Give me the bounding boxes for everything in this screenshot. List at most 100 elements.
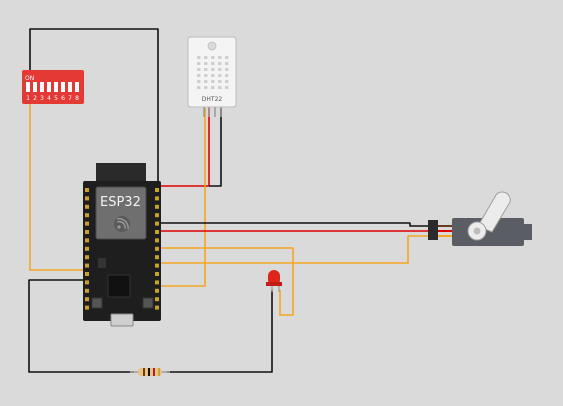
dht22-grille-slot xyxy=(197,56,201,59)
wire-servo-gnd-black[interactable] xyxy=(158,222,428,227)
dht22-grille-slot xyxy=(225,86,229,89)
esp32-pin-right[interactable] xyxy=(155,204,159,209)
esp32-pin-right[interactable] xyxy=(155,196,159,201)
esp32-pin-right[interactable] xyxy=(155,238,159,243)
esp32-pin-left[interactable] xyxy=(85,255,89,260)
wire-led-signal-orange[interactable] xyxy=(160,247,294,316)
dip-number-7: 7 xyxy=(68,95,72,102)
esp32-pin-right[interactable] xyxy=(155,255,159,260)
dip-toggle-7[interactable] xyxy=(68,82,72,92)
wires xyxy=(28,28,428,373)
esp32-pin-right[interactable] xyxy=(155,297,159,302)
esp32-pin-right[interactable] xyxy=(155,188,159,192)
dht22-grille-slot xyxy=(211,56,215,59)
esp32-pin-right[interactable] xyxy=(155,246,159,251)
esp32-pin-left[interactable] xyxy=(85,246,89,251)
dip-toggle-5[interactable] xyxy=(54,82,58,92)
dht22-grille-slot xyxy=(218,86,222,89)
dip-number-4: 4 xyxy=(47,95,51,102)
dip-toggle-3[interactable] xyxy=(40,82,44,92)
esp32-pin-left[interactable] xyxy=(85,305,89,310)
esp32-pin-left[interactable] xyxy=(85,230,89,234)
dip-toggle-6[interactable] xyxy=(61,82,65,92)
esp32-pin-left[interactable] xyxy=(85,213,89,218)
resistor-band-4 xyxy=(158,368,160,376)
esp32-pin-right[interactable] xyxy=(155,280,159,285)
esp32-regulator xyxy=(98,258,106,268)
esp32-pin-right[interactable] xyxy=(155,288,159,293)
servo-motor[interactable] xyxy=(428,191,532,246)
resistor-band-1 xyxy=(143,368,145,376)
dip-switch-on-label: ON xyxy=(25,75,34,82)
resistor-band-3 xyxy=(153,368,155,376)
dht22-grille-slot xyxy=(211,74,215,77)
wire-ground-loop-black[interactable] xyxy=(28,279,134,373)
resistor[interactable] xyxy=(130,368,170,376)
dht22-grille-slot xyxy=(225,80,229,83)
servo-mount-tab xyxy=(520,224,532,240)
wire-dht-data-orange[interactable] xyxy=(158,108,206,287)
dht22-grille-slot xyxy=(204,86,208,89)
dht22-body xyxy=(187,36,237,108)
dht22-grille-slot xyxy=(211,68,215,71)
esp32-pin-left[interactable] xyxy=(85,263,89,268)
servo-horn xyxy=(477,191,511,233)
esp32-pin-left[interactable] xyxy=(85,221,89,226)
dip-number-8: 8 xyxy=(75,95,79,102)
esp32-usb-port xyxy=(110,313,134,327)
dip-toggle-4[interactable] xyxy=(47,82,51,92)
dht22-label: DHT22 xyxy=(202,96,223,103)
esp32-antenna xyxy=(96,163,146,185)
dht22-grille-slot xyxy=(204,68,208,71)
esp32-pin-right[interactable] xyxy=(155,263,159,268)
dht22-grille-slot xyxy=(211,86,215,89)
dht22-grille-slot xyxy=(197,68,201,71)
esp32-pin-left[interactable] xyxy=(85,188,89,192)
esp32-pin-left[interactable] xyxy=(85,280,89,285)
dip-toggle-1[interactable] xyxy=(26,82,30,92)
dht22-grille-slot xyxy=(218,80,222,83)
dht22-grille-slot xyxy=(225,74,229,77)
esp32-pin-right[interactable] xyxy=(155,213,159,218)
led-rim xyxy=(266,282,282,286)
dip-toggle-8[interactable] xyxy=(75,82,79,92)
servo-shaft-screw-icon xyxy=(473,227,481,235)
dht22-grille-slot xyxy=(204,56,208,59)
dht22-grille-slot xyxy=(197,62,201,65)
esp32-shield xyxy=(95,186,147,240)
esp32-pin-left[interactable] xyxy=(85,238,89,243)
dht22-grille-slot xyxy=(197,80,201,83)
wire-dht-vcc-red[interactable] xyxy=(158,108,210,187)
dht22-grille xyxy=(197,56,229,89)
red-led[interactable] xyxy=(266,270,282,292)
esp32-pin-left[interactable] xyxy=(85,272,89,276)
esp32-pin-right[interactable] xyxy=(155,230,159,234)
dht22-sensor[interactable]: DHT22 xyxy=(187,36,237,117)
esp32-pins-right xyxy=(155,188,159,310)
wire-dip-top-black[interactable] xyxy=(29,28,159,184)
wire-servo-signal-orange[interactable] xyxy=(160,235,428,264)
esp32-pin-left[interactable] xyxy=(85,204,89,209)
dht22-grille-slot xyxy=(218,68,222,71)
dht22-grille-slot xyxy=(225,68,229,71)
dip-switch-body xyxy=(22,70,84,104)
dht22-grille-slot xyxy=(211,62,215,65)
dip-toggle-2[interactable] xyxy=(33,82,37,92)
esp32-pin-right[interactable] xyxy=(155,272,159,276)
dip-number-2: 2 xyxy=(33,95,37,102)
esp32-pin-right[interactable] xyxy=(155,305,159,310)
dip-switch-toggles xyxy=(26,82,79,92)
esp32-pin-left[interactable] xyxy=(85,297,89,302)
dht22-grille-slot xyxy=(218,56,222,59)
dht22-mount-hole xyxy=(207,41,217,51)
esp32-pin-left[interactable] xyxy=(85,288,89,293)
esp32-board[interactable]: ESP32 xyxy=(83,163,161,327)
esp32-pin-right[interactable] xyxy=(155,221,159,226)
esp32-label: ESP32 xyxy=(100,195,141,210)
wire-resistor-led-black[interactable] xyxy=(167,290,273,373)
wire-dht-gnd-black[interactable] xyxy=(209,108,222,187)
esp32-pin-left[interactable] xyxy=(85,196,89,201)
